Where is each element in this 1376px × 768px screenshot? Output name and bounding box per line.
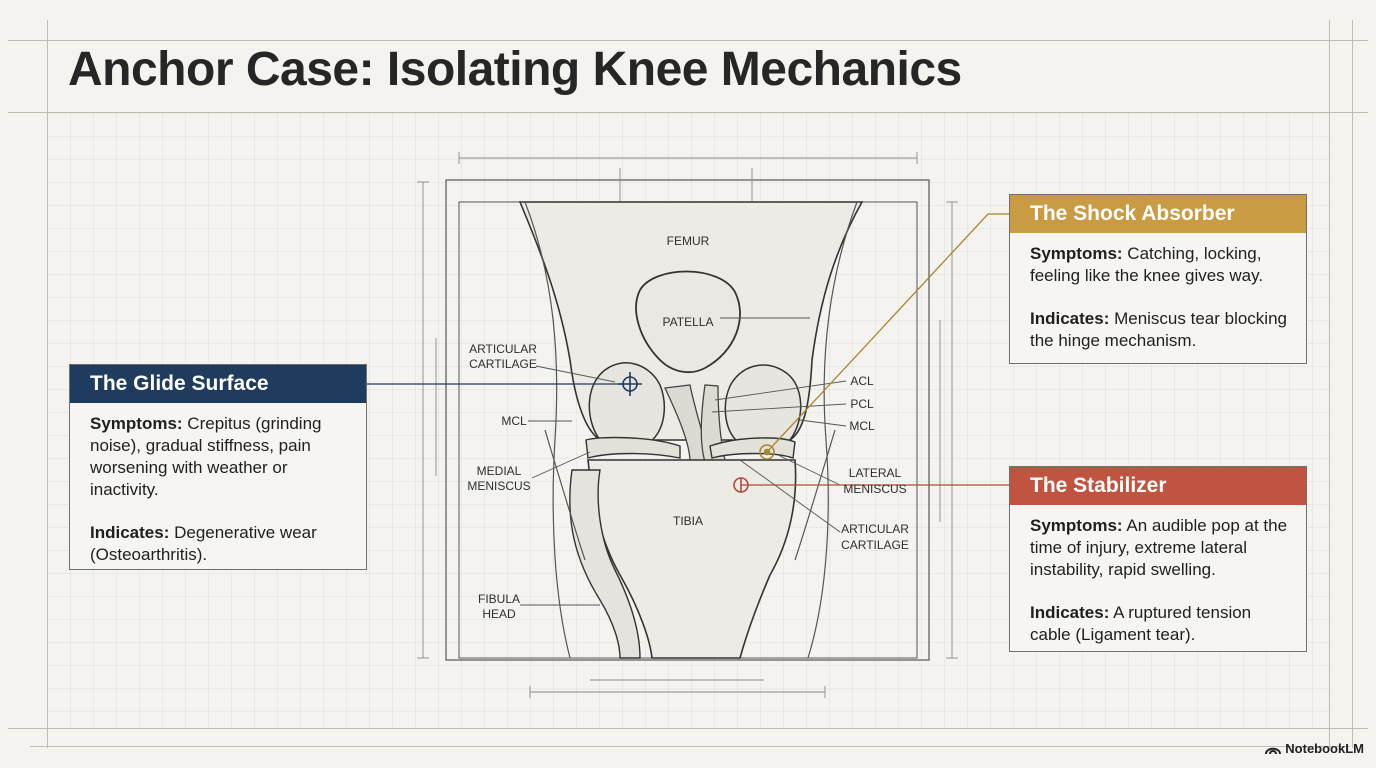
- patella: [635, 270, 741, 374]
- label-mcl-left: MCL: [501, 414, 527, 428]
- label-articular-cartilage-left-2: CARTILAGE: [469, 357, 537, 371]
- glide-surface-card-body: Symptoms: Crepitus (grinding noise), gra…: [70, 403, 366, 576]
- glide-surface-card-title: The Glide Surface: [70, 365, 366, 403]
- shock-absorber-card-body: Symptoms: Catching, locking, feeling lik…: [1010, 233, 1306, 362]
- shock-connector-line: [766, 213, 1010, 453]
- label-articular-cartilage-right-1: ARTICULAR: [841, 522, 909, 536]
- frame-line-header: [8, 112, 1368, 113]
- label-lateral-meniscus-2: MENISCUS: [843, 482, 906, 496]
- label-lateral-meniscus-1: LATERAL: [849, 466, 902, 480]
- shock-indicates-label: Indicates:: [1030, 309, 1110, 328]
- shock-symptoms-label: Symptoms:: [1030, 244, 1123, 263]
- label-medial-meniscus-1: MEDIAL: [477, 464, 522, 478]
- drawing-frame-outer: [445, 179, 930, 661]
- shock-symptoms-text: Catching, locking, feeling like the knee…: [1030, 244, 1264, 285]
- femur-condyles: [588, 362, 802, 443]
- stabilizer-indicates-text: A ruptured tension cable (Ligament tear)…: [1030, 603, 1252, 644]
- stabilizer-symptoms-text: An audible pop at the time of injury, ex…: [1030, 516, 1288, 579]
- frame-line-right: [1329, 20, 1330, 748]
- label-patella: PATELLA: [663, 315, 714, 329]
- glide-indicates-label: Indicates:: [90, 523, 170, 542]
- label-pcl: PCL: [850, 397, 874, 411]
- label-femur: FEMUR: [667, 234, 710, 248]
- stabilizer-symptoms-label: Symptoms:: [1030, 516, 1123, 535]
- label-mcl-right: MCL: [849, 419, 875, 433]
- stabilizer-target-marker: [733, 477, 749, 493]
- stabilizer-card-body: Symptoms: An audible pop at the time of …: [1010, 505, 1306, 656]
- glide-target-marker: [618, 372, 642, 396]
- label-tibia: TIBIA: [673, 514, 703, 528]
- leg-contours: [524, 201, 858, 659]
- notebooklm-logo-icon: [1265, 747, 1282, 754]
- shock-absorber-card: The Shock Absorber Symptoms: Catching, l…: [1009, 194, 1307, 364]
- glide-symptoms-text: Crepitus (grinding noise), gradual stiff…: [90, 414, 322, 499]
- shock-indicates-text: Meniscus tear blocking the hinge mechani…: [1030, 309, 1287, 350]
- frame-line-bottom-outer: [30, 746, 1350, 747]
- stabilizer-card: The Stabilizer Symptoms: An audible pop …: [1009, 466, 1307, 652]
- dimension-lines: [417, 152, 958, 698]
- label-articular-cartilage-left-1: ARTICULAR: [469, 342, 537, 356]
- notebooklm-watermark: NotebookLM: [1265, 741, 1364, 756]
- menisci: [585, 436, 796, 459]
- shock-target-marker: [759, 444, 775, 460]
- fibula-head: [569, 469, 641, 659]
- label-fibula-head-1: FIBULA: [478, 592, 520, 606]
- frame-line-top: [8, 40, 1368, 41]
- label-articular-cartilage-right-2: CARTILAGE: [841, 538, 909, 552]
- watermark-text: NotebookLM: [1285, 741, 1364, 756]
- stabilizer-card-title: The Stabilizer: [1010, 467, 1306, 505]
- glide-symptoms-label: Symptoms:: [90, 414, 183, 433]
- page-title: Anchor Case: Isolating Knee Mechanics: [68, 43, 962, 96]
- leader-lines: [520, 317, 847, 606]
- frame-line-left: [47, 20, 48, 748]
- frame-line-bottom: [8, 728, 1368, 729]
- stabilizer-indicates-label: Indicates:: [1030, 603, 1110, 622]
- shock-absorber-card-title: The Shock Absorber: [1010, 195, 1306, 233]
- label-medial-meniscus-2: MENISCUS: [467, 479, 530, 493]
- label-fibula-head-2: HEAD: [482, 607, 516, 621]
- frame-line-right-outer: [1352, 20, 1353, 748]
- label-acl: ACL: [850, 374, 874, 388]
- glide-surface-card: The Glide Surface Symptoms: Crepitus (gr…: [69, 364, 367, 570]
- glide-indicates-text: Degenerative wear (Osteoarthritis).: [90, 523, 317, 564]
